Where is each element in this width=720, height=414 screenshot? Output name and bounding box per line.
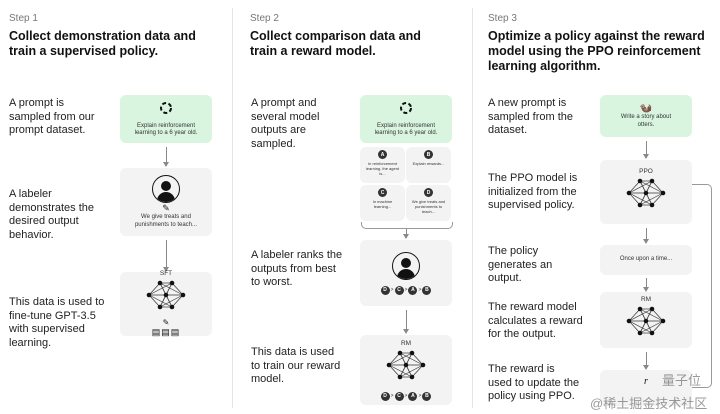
prompt-text: Explain reinforcement learning to a 6 ye… (134, 122, 198, 137)
ranking: D>C>A>B (380, 391, 432, 401)
output-id-badge: D (424, 188, 433, 197)
arrow (163, 147, 169, 167)
output-B: B Explain rewards... (406, 147, 451, 183)
prompt-text: Explain reinforcement learning to a 6 ye… (374, 122, 438, 137)
output-text: Once upon a time... (619, 256, 673, 263)
demonstration-text: We give treats and punishments to teach.… (134, 214, 198, 228)
arrow (403, 229, 409, 239)
labeler-box: ✎ We give treats and punishments to teac… (120, 168, 212, 236)
model-label: PPO (639, 168, 653, 175)
model-label: RM (640, 296, 652, 303)
step3-desc-2: The PPO model is initialized from the su… (488, 172, 578, 211)
step1-desc-1: A prompt is sampled from our prompt data… (9, 97, 95, 136)
output-id-badge: C (378, 188, 387, 197)
step2-desc-3: This data is used to train our reward mo… (251, 346, 341, 385)
arrow (403, 310, 409, 334)
prompt-dataset-icon (399, 101, 413, 120)
arrow (643, 352, 649, 370)
rm-box: RM D>C>A>B (360, 335, 452, 405)
step1-desc-2: A labeler demonstrates the desired outpu… (9, 188, 94, 241)
arrow (643, 278, 649, 292)
model-label: RM (400, 339, 412, 347)
labeler-avatar-icon (392, 251, 420, 280)
output-box: Once upon a time... (600, 245, 692, 275)
output-D: D We give treats and punishments to teach… (406, 185, 451, 221)
prompt-box: Explain reinforcement learning to a 6 ye… (360, 95, 452, 143)
divider (472, 8, 473, 408)
output-text: We give treats and punishments to teach.… (411, 199, 446, 214)
output-text: In reinforcement learning, the agent is.… (365, 161, 400, 176)
labeler-box: D>C>A>B (360, 240, 452, 306)
rank-badge: A (408, 285, 418, 295)
prompt-dataset-icon (159, 101, 173, 120)
rank-badge: A (408, 391, 418, 401)
output-id-badge: A (378, 150, 387, 159)
brace (361, 222, 453, 229)
output-text: Explain rewards... (412, 161, 445, 166)
neural-network-icon (626, 303, 666, 344)
arrow (643, 228, 649, 244)
step3-desc-1: A new prompt is sampled from the dataset… (488, 97, 573, 136)
rank-badge: D (380, 285, 390, 295)
output-text: In machine learning... (372, 199, 393, 209)
output-C: C In machine learning... (360, 185, 405, 221)
step3-title: Optimize a policy against the reward mod… (488, 29, 705, 73)
greater-than: > (418, 287, 422, 293)
greater-than: > (418, 393, 422, 399)
rank-badge: C (394, 391, 404, 401)
ppo-box: PPO (600, 160, 692, 224)
sft-model-box: SFT ✎ ▤▤▤ (120, 270, 212, 337)
reward-box: r (600, 370, 692, 406)
rank-badge: B (422, 391, 432, 401)
watermark: 量子位 (662, 373, 702, 388)
rm-box: RM (600, 292, 692, 348)
prompt-box: Explain reinforcement learning to a 6 ye… (120, 95, 212, 143)
feedback-loop-arrow (692, 184, 712, 388)
step3-label: Step 3 (488, 13, 517, 24)
documents-icon: ▤▤▤ (151, 327, 181, 337)
labeler-avatar-icon (152, 175, 180, 203)
prompt-text: Write a story about otters. (620, 114, 672, 128)
otter-icon: 🦦 (639, 103, 653, 114)
neural-network-icon (146, 277, 186, 318)
step1-title: Collect demonstration data and train a s… (9, 29, 196, 58)
step2-label: Step 2 (250, 13, 279, 24)
step1-desc-3: This data is used to fine-tune GPT-3.5 w… (9, 296, 105, 349)
step1-label: Step 1 (9, 13, 38, 24)
divider (232, 8, 233, 408)
greater-than: > (390, 393, 394, 399)
arrow (643, 141, 649, 159)
output-id-badge: B (424, 150, 433, 159)
step2-title: Collect comparison data and train a rewa… (250, 29, 421, 58)
neural-network-icon (386, 347, 426, 388)
step2-desc-2: A labeler ranks the outputs from best to… (251, 249, 343, 288)
model-label: SFT (159, 270, 173, 277)
rank-badge: B (422, 285, 432, 295)
greater-than: > (404, 287, 408, 293)
pencil-icon: ✎ (162, 203, 170, 213)
rank-badge: D (380, 391, 390, 401)
rank-badge: C (394, 285, 404, 295)
neural-network-icon (626, 175, 666, 216)
ranking: D>C>A>B (380, 285, 432, 295)
watermark: @稀土掘金技术社区 (590, 396, 708, 411)
step3-desc-3: The policy generates an output. (488, 245, 553, 284)
step3-desc-5: The reward is used to update the policy … (488, 363, 580, 402)
arrow (163, 240, 169, 272)
greater-than: > (390, 287, 394, 293)
step2-desc-1: A prompt and several model outputs are s… (251, 97, 320, 150)
pencil-icon: ✎ (162, 318, 170, 327)
reward-symbol: r (644, 376, 648, 387)
greater-than: > (404, 393, 408, 399)
prompt-box: 🦦 Write a story about otters. (600, 95, 692, 137)
step3-desc-4: The reward model calculates a reward for… (488, 301, 583, 340)
output-A: A In reinforcement learning, the agent is… (360, 147, 405, 183)
